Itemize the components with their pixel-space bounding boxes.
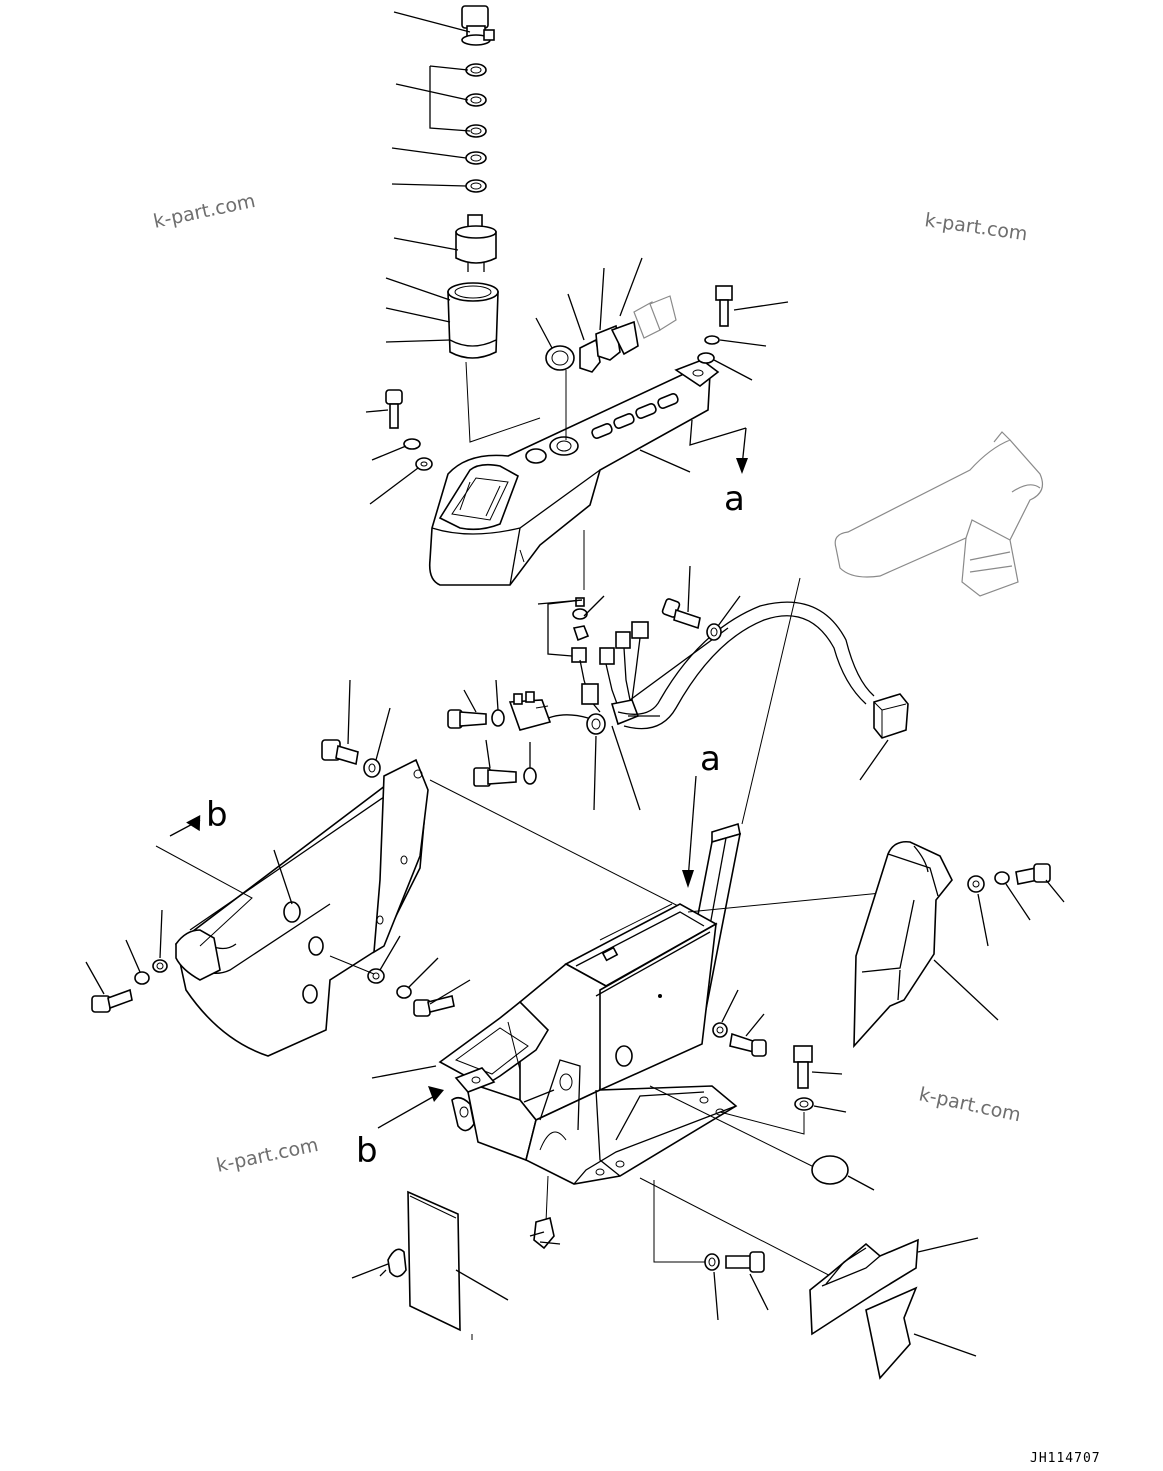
round-plug: [811, 1155, 875, 1191]
lower-right-cover: [809, 1237, 979, 1336]
washer-5: [465, 179, 487, 193]
console-bolt-left: [365, 389, 433, 505]
key-part: [461, 5, 495, 46]
reference-a-lower: a: [682, 739, 721, 888]
console-bolt-right: [697, 285, 789, 381]
watermark-4: k-part.com: [214, 1134, 320, 1177]
reference-a-upper: a: [639, 419, 748, 519]
drawing-code: JH114707: [1030, 1451, 1101, 1466]
main-base-frame: [371, 822, 913, 1287]
left-side-cover: [175, 758, 429, 1057]
right-side-cover: [853, 840, 999, 1049]
wire-harness: [508, 530, 909, 825]
lower-right-panel: [865, 1286, 977, 1380]
washer-2: [465, 93, 487, 107]
watermark-2: k-part.com: [923, 209, 1029, 245]
side-cover-bolt-left: [85, 909, 168, 1013]
reference-label-b-lower: b: [356, 1131, 378, 1171]
bracket-fasteners: [329, 779, 691, 1017]
reference-label-b-left: b: [206, 795, 228, 835]
frame-bolt-right: [712, 989, 767, 1057]
washer-4: [465, 151, 487, 165]
cylinder-sleeve: [447, 282, 499, 359]
harness-bolt: [661, 565, 741, 641]
reference-b-left: b: [155, 795, 253, 947]
watermark-1: k-part.com: [151, 190, 257, 233]
base-bottom-bolt: [704, 1251, 769, 1321]
reference-label-a-lower: a: [700, 739, 721, 779]
switch-body: [455, 214, 497, 272]
label-plate: [407, 1190, 509, 1340]
washer-1: [465, 63, 487, 77]
watermark-3: k-part.com: [917, 1083, 1023, 1126]
center-bolt: [473, 739, 537, 787]
bottom-clip: [529, 1216, 561, 1250]
upper-console-cover: [428, 359, 720, 586]
terminal-bolts: [447, 679, 505, 729]
right-cover-fasteners: [967, 863, 1065, 947]
base-bolt-right: [719, 1045, 847, 1135]
key-switch-assembly: [385, 5, 541, 443]
armrest-ghost: [834, 431, 1043, 597]
reference-b-lower: b: [356, 1086, 444, 1171]
side-cover-bolt-top: [321, 679, 391, 778]
reference-label-a-upper: a: [724, 479, 745, 519]
rocker-switches: [535, 257, 677, 440]
grommet-left: [351, 1248, 407, 1279]
